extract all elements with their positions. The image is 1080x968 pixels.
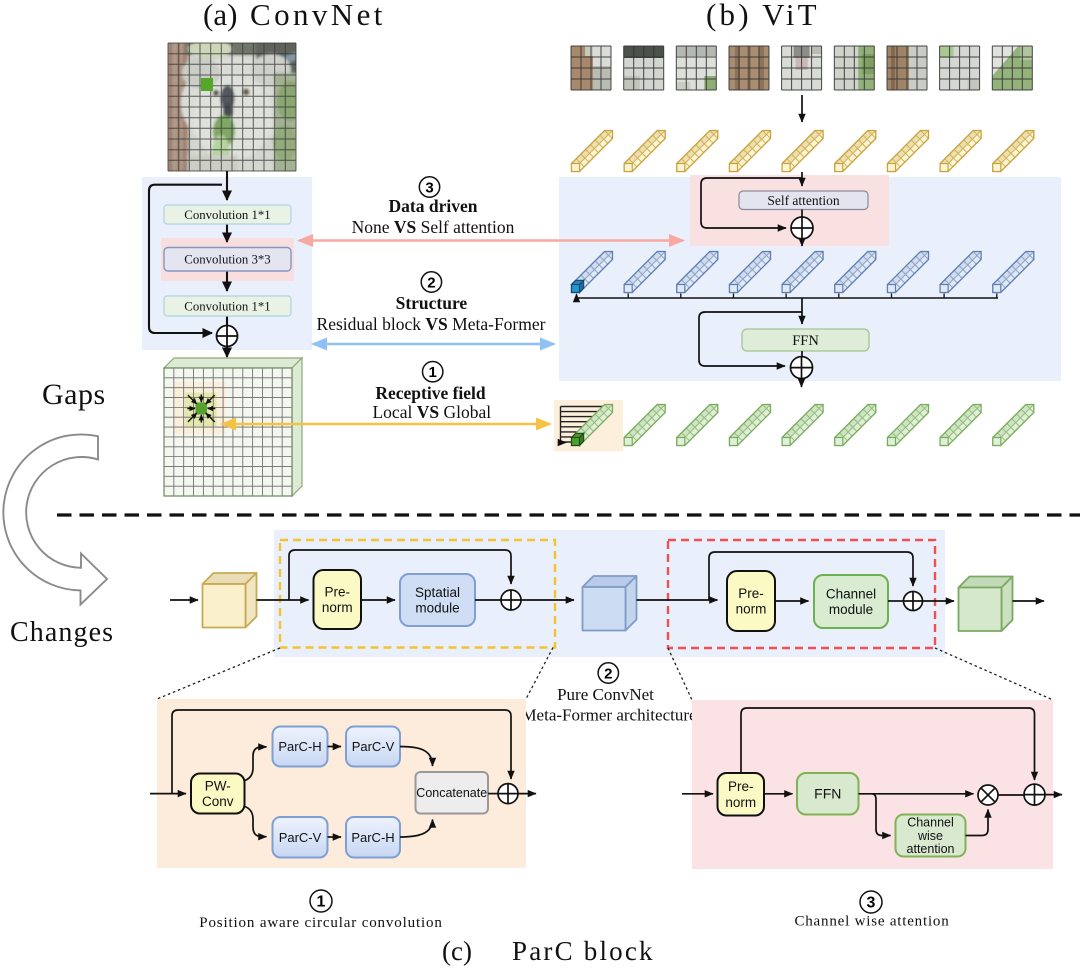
svg-text:Channel: Channel — [907, 816, 954, 830]
svg-text:PW-: PW- — [205, 778, 231, 793]
svg-text:ParC-H: ParC-H — [351, 830, 394, 845]
svg-text:Channel: Channel — [826, 586, 876, 601]
svg-text:Receptive field: Receptive field — [375, 383, 486, 403]
svg-text:3: 3 — [425, 179, 433, 196]
svg-text:Pre-: Pre- — [728, 779, 754, 794]
svg-text:FFN: FFN — [814, 786, 841, 802]
svg-text:ParC-H: ParC-H — [278, 739, 321, 754]
svg-text:ParC-V: ParC-V — [279, 830, 322, 845]
svg-text:1: 1 — [429, 364, 437, 381]
svg-text:module: module — [415, 601, 459, 616]
svg-text:1: 1 — [317, 894, 326, 911]
svg-text:FFN: FFN — [792, 333, 819, 349]
svg-text:(a): (a) — [203, 0, 237, 32]
svg-text:ConvNet: ConvNet — [250, 0, 386, 32]
svg-text:ParC-V: ParC-V — [352, 739, 395, 754]
svg-text:module: module — [829, 602, 873, 617]
svg-text:(c): (c) — [442, 936, 472, 966]
svg-text:norm: norm — [322, 600, 353, 615]
svg-text:Pure ConvNet: Pure ConvNet — [557, 685, 654, 704]
svg-text:Pre-: Pre- — [324, 584, 350, 599]
svg-text:Concatenate: Concatenate — [416, 786, 487, 800]
svg-text:norm: norm — [736, 602, 767, 617]
svg-text:Changes: Changes — [10, 617, 114, 648]
svg-text:None VS Self attention: None VS Self attention — [352, 217, 515, 237]
svg-text:Structure: Structure — [396, 293, 468, 313]
svg-text:attention: attention — [907, 842, 955, 856]
svg-text:2: 2 — [604, 665, 612, 682]
svg-text:Gaps: Gaps — [42, 378, 106, 411]
svg-text:Convolution 1*1: Convolution 1*1 — [184, 208, 270, 222]
svg-text:Residual block VS Meta-Former: Residual block VS Meta-Former — [317, 314, 546, 334]
svg-text:Position aware circular convol: Position aware circular convolution — [199, 915, 442, 931]
svg-text:norm: norm — [725, 795, 756, 810]
svg-text:Convolution 1*1: Convolution 1*1 — [184, 300, 270, 314]
svg-text:Self attention: Self attention — [767, 193, 840, 208]
svg-text:2: 2 — [427, 274, 435, 291]
svg-text:Data driven: Data driven — [389, 196, 478, 216]
svg-text:wise: wise — [917, 829, 943, 843]
svg-text:3: 3 — [867, 895, 876, 912]
svg-text:Local VS Global: Local VS Global — [372, 402, 491, 422]
svg-text:Conv: Conv — [202, 794, 234, 809]
svg-text:Convolution 3*3: Convolution 3*3 — [184, 253, 270, 267]
svg-text:Pre-: Pre- — [738, 586, 764, 601]
svg-text:Channel wise attention: Channel wise attention — [794, 914, 949, 930]
svg-text:(b) ViT: (b) ViT — [706, 0, 820, 32]
svg-text:ParC block: ParC block — [512, 936, 655, 966]
svg-text:Meta-Former architecture: Meta-Former architecture — [521, 706, 696, 725]
svg-text:Sptatial: Sptatial — [415, 585, 460, 600]
